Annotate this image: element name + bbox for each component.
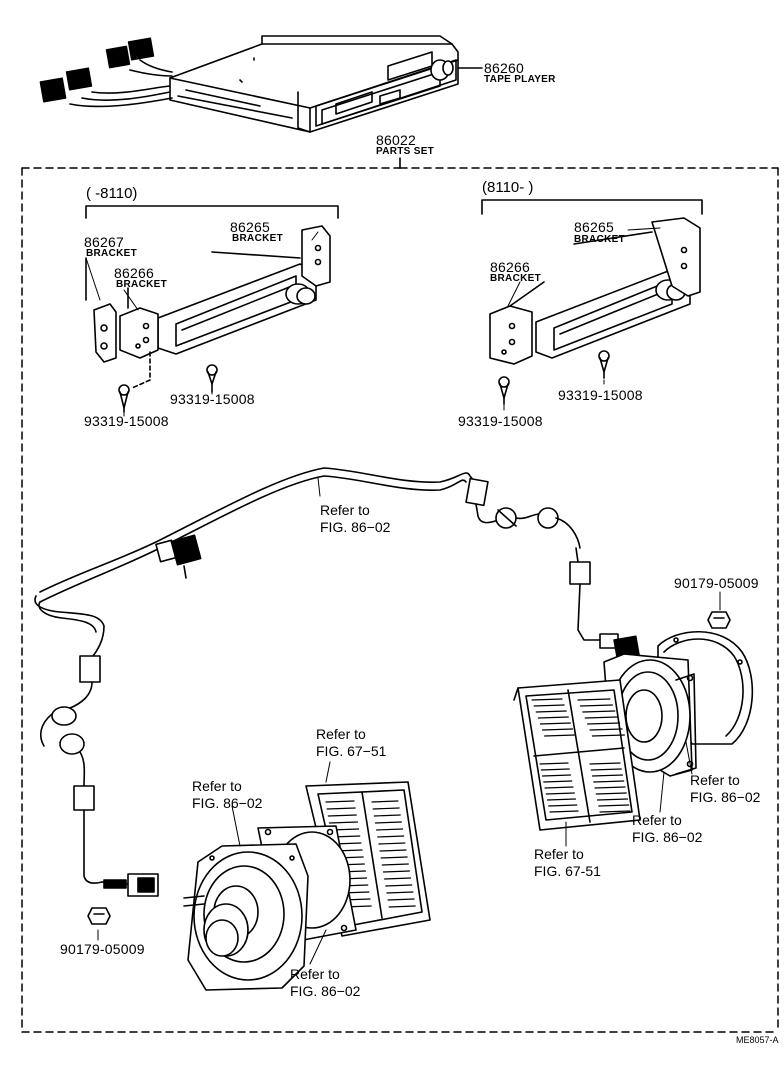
bracket-86267-name: BRACKET (86, 248, 137, 259)
parts-set-part-number: 86022 (376, 132, 416, 148)
left-speaker-reference: Refer to FIG. 86−02 (290, 966, 361, 999)
tape-player-part-number: 86260 (484, 60, 524, 76)
right-screw-right-part-number: 93319-15008 (558, 387, 643, 403)
left-screw-right-part-number: 93319-15008 (170, 391, 255, 407)
right-screw-left-part-number: 93319-15008 (458, 413, 543, 429)
right-bracket-reference: Refer to FIG. 86−02 (632, 812, 703, 845)
left-harness-reference: Refer to FIG. 86−02 (192, 778, 263, 811)
right-bracket-86266-name: BRACKET (490, 273, 541, 284)
left-bracket-86266-part-number: 86266 (114, 265, 154, 281)
left-grille-reference: Refer to FIG. 67−51 (316, 726, 387, 759)
left-range-bracket (85, 205, 339, 219)
leader-lines (85, 227, 721, 965)
left-bracket-86265-name: BRACKET (232, 233, 283, 244)
right-range-bracket (481, 199, 703, 215)
right-speaker (603, 653, 697, 777)
parts-set-name: PARTS SET (376, 146, 435, 157)
right-grille-reference: Refer to FIG. 67-51 (534, 846, 601, 879)
clip-right (707, 611, 731, 629)
left-bracket-86265-part-number: 86265 (230, 219, 270, 235)
right-bracket-86265-part-number: 86265 (574, 219, 614, 235)
clip-left (87, 907, 111, 925)
right-bracket-assembly (489, 217, 701, 405)
left-bracket-86266-name: BRACKET (116, 279, 167, 290)
tape-player-illustration (169, 35, 459, 133)
right-range-label: (8110- ) (482, 179, 534, 196)
tape-player-name: TAPE PLAYER (484, 74, 556, 85)
clip-left-part-number: 90179-05009 (60, 941, 145, 957)
parts-set-frame (21, 167, 779, 1033)
left-range-label: ( -8110) (86, 185, 138, 202)
left-speaker (183, 843, 309, 991)
tape-player-wires (39, 37, 173, 108)
right-ring-reference: Refer to FIG. 86−02 (690, 772, 761, 805)
diagram-code: ME8057-A (736, 1035, 779, 1045)
wiring-harness (34, 467, 641, 897)
left-bracket-assembly (85, 225, 331, 413)
bracket-86267-part-number: 86267 (84, 234, 124, 250)
right-grille (513, 679, 641, 831)
clip-right-part-number: 90179-05009 (674, 575, 759, 591)
left-screw-left-part-number: 93319-15008 (84, 413, 169, 429)
right-grille-slats (531, 698, 631, 813)
right-bracket-86266-part-number: 86266 (490, 259, 530, 275)
right-bracket-86265-name: BRACKET (574, 234, 625, 245)
harness-reference: Refer to FIG. 86−02 (320, 502, 391, 535)
